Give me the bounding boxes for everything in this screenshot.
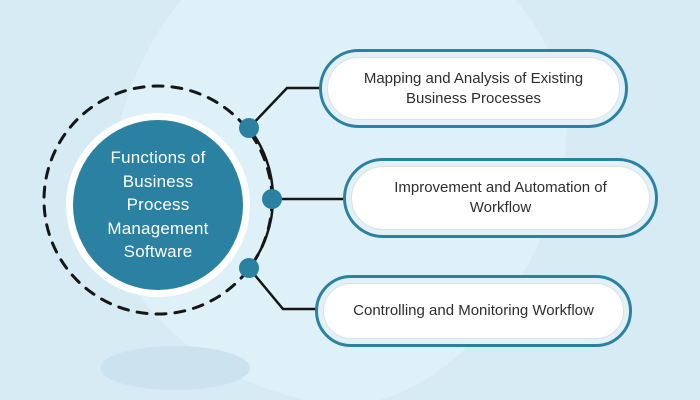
branch-node-mapping-analysis: Mapping and Analysis of Existing Busines… [319, 49, 628, 128]
connector-line-3 [248, 267, 316, 311]
center-label-line: Management [107, 218, 209, 238]
branch-dot-1 [239, 118, 259, 138]
center-node-label: Functions of Business Process Management… [78, 146, 238, 264]
center-label-line: Process [126, 195, 190, 214]
branch-node-improvement-automation: Improvement and Automation of Workflow [343, 158, 658, 238]
center-label-line: Functions of [110, 148, 206, 167]
center-circle [73, 120, 243, 290]
branch-dot-3 [239, 258, 259, 278]
branch-node-inner: Mapping and Analysis of Existing Busines… [327, 57, 620, 120]
branch-node-controlling-monitoring: Controlling and Monitoring Workflow [315, 275, 632, 347]
branch-node-inner: Controlling and Monitoring Workflow [323, 283, 624, 339]
branch-dot-2 [262, 189, 282, 209]
connector-line-1 [248, 86, 320, 129]
branch-label: Controlling and Monitoring Workflow [353, 302, 594, 319]
branch-node-inner: Improvement and Automation of Workflow [351, 166, 650, 230]
center-label-line: Software [123, 242, 193, 261]
branch-label: Mapping and Analysis of Existing Busines… [363, 69, 584, 107]
branch-label: Improvement and Automation of Workflow [394, 179, 607, 216]
center-label-line: Business [122, 171, 194, 191]
background-blob-dark [100, 346, 250, 390]
